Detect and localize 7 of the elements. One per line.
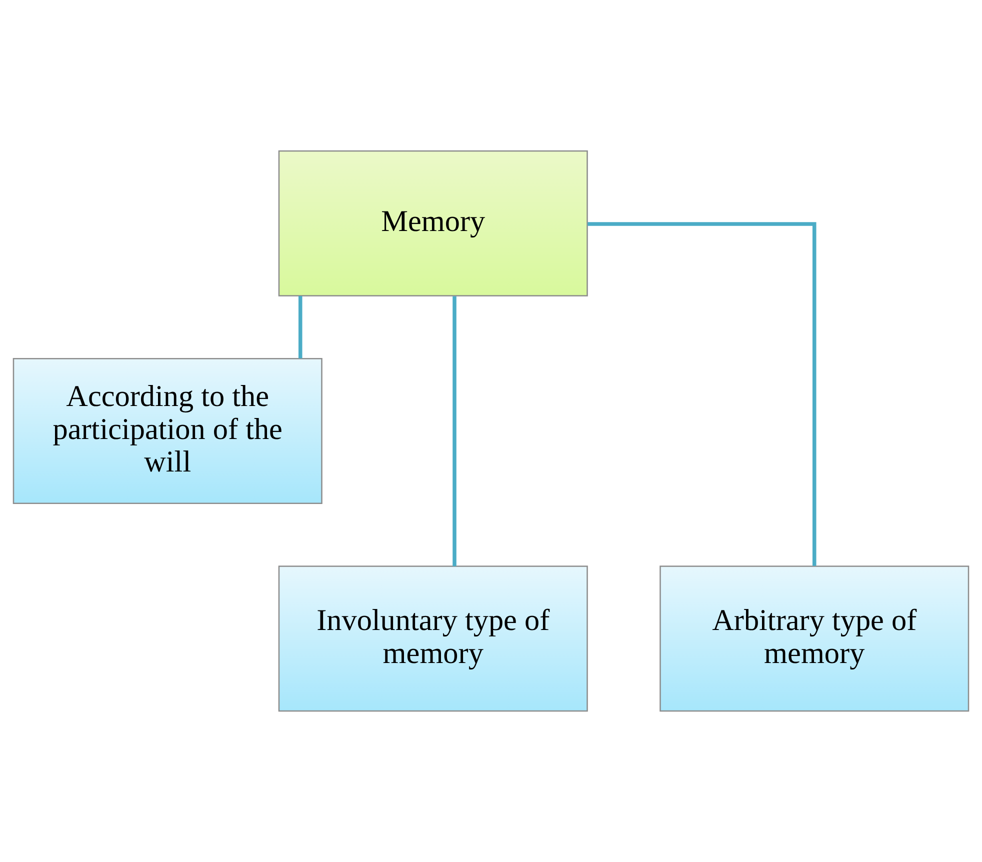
node-box: Memory xyxy=(278,150,588,296)
connector xyxy=(452,296,456,566)
node-box: According to the participation of the will xyxy=(12,358,322,504)
connector xyxy=(588,222,816,566)
connector xyxy=(298,296,302,358)
node-box: Involuntary type of memory xyxy=(278,566,588,712)
node-box: Arbitrary type of memory xyxy=(660,566,970,712)
